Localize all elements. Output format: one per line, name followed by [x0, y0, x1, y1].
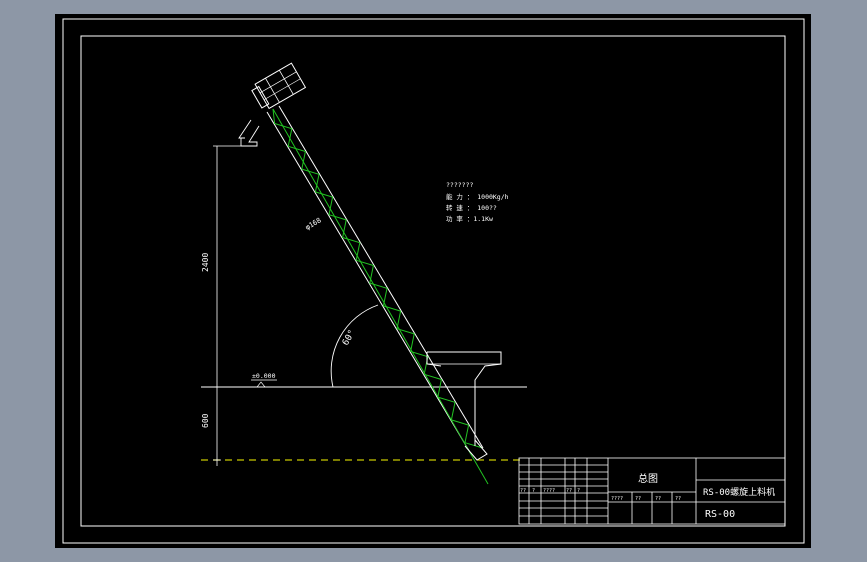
head-support-bracket [238, 119, 260, 147]
angle-arc [330, 304, 379, 388]
spec-header: ??????? [446, 181, 473, 189]
drive-head [251, 62, 307, 110]
tube-tail-cap [464, 439, 488, 461]
title-block [518, 457, 786, 525]
title-cell: ?? [520, 488, 526, 494]
dimension-text-600: 600 [201, 413, 210, 428]
tube-wall-lower [278, 105, 484, 449]
spec-capacity: 能 力 ： 1000Kg/h [446, 192, 509, 201]
drawing-name: 总图 [638, 472, 658, 485]
drawing-canvas: 2400 600 ±0.000 60° [62, 18, 805, 544]
title-cell: ???? [543, 488, 555, 494]
screw-flights [272, 108, 483, 449]
title-cell: ?? [566, 488, 572, 494]
outer-border [62, 18, 805, 544]
title-cell: ?? [655, 496, 661, 502]
title-cell: ? [532, 488, 535, 494]
screw-shaft-center [272, 108, 489, 485]
title-cell: ?? [675, 496, 681, 502]
dimension-text-2400: 2400 [201, 253, 210, 272]
tube-wall-upper [266, 111, 472, 455]
inner-frame [80, 35, 786, 527]
elevation-label: ±0.000 [252, 372, 276, 380]
title-cell: ?? [635, 496, 641, 502]
title-cell: ? [577, 488, 580, 494]
elevation-triangle [256, 381, 266, 388]
product-name: RS-00螺旋上料机 [703, 486, 775, 498]
spec-power: 功 率 ：1.1Kw [446, 214, 493, 223]
title-cell: ???? [611, 496, 623, 502]
diameter-label: φ168 [304, 216, 323, 231]
drawing-code: RS-00 [705, 509, 735, 520]
drawing-sheet: 2400 600 ±0.000 60° [55, 14, 811, 548]
spec-speed: 转 速 ： 100?? [446, 203, 497, 212]
